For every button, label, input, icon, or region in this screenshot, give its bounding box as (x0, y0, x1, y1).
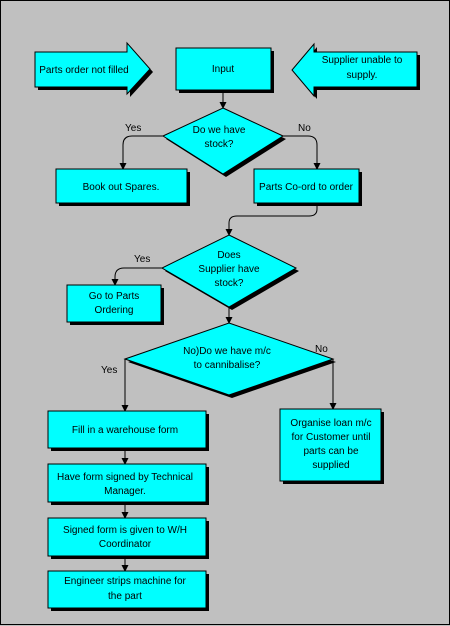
warehouse-form-box: Fill in a warehouse form (47, 410, 209, 451)
organise-loan-line-2: for Customer until (292, 432, 371, 443)
supplier-stock-line-1: Does (217, 250, 240, 261)
cannibalise-line-2: to cannibalise? (194, 360, 261, 371)
supplier-unable-line-2: supply. (347, 70, 378, 81)
stock-question-line-1: Do we have (193, 125, 246, 136)
supplier-stock-line-2: Supplier have (198, 264, 260, 275)
label-no-1: No (298, 123, 311, 134)
signed-form-given-line-1: Signed form is given to W/H (63, 525, 187, 536)
organise-loan-line-3: parts can be (303, 446, 358, 457)
organise-loan-line-1: Organise loan m/c (290, 418, 371, 429)
signed-form-given-box: Signed form is given to W/H Coordinator (47, 517, 209, 559)
connector-yes-to-book-out (119, 135, 163, 170)
supplier-unable-arrow: Supplier unable to supply. (291, 42, 420, 99)
parts-coord-label: Parts Co-ord to order (259, 182, 354, 193)
parts-coord-box: Parts Co-ord to order (253, 168, 362, 206)
supplier-stock-line-3: stock? (215, 278, 244, 289)
organise-loan-box: Organise loan m/c for Customer until par… (279, 408, 384, 484)
engineer-strips-line-2: the part (108, 591, 142, 602)
supplier-stock-decision: Does Supplier have stock? (160, 234, 299, 310)
label-yes-2: Yes (134, 254, 150, 265)
parts-order-not-filled-arrow: Parts order not filled (34, 41, 153, 97)
form-signed-line-1: Have form signed by Technical (57, 472, 193, 483)
supplier-unable-line-1: Supplier unable to (322, 55, 403, 66)
input-box: Input (175, 47, 274, 93)
form-signed-box: Have form signed by Technical Manager. (47, 463, 209, 505)
label-yes-3: Yes (101, 365, 117, 376)
cannibalise-line-1: No)Do we have m/c (183, 346, 271, 357)
form-signed-line-2: Manager. (104, 486, 146, 497)
stock-question-line-2: stock? (205, 139, 234, 150)
connector-no-to-parts-coord (283, 135, 321, 170)
warehouse-form-label: Fill in a warehouse form (72, 425, 178, 436)
connector-yes-to-parts-ordering (111, 267, 162, 286)
cannibalise-decision: No)Do we have m/c to cannibalise? (123, 322, 336, 398)
label-no-2: No (315, 344, 328, 355)
signed-form-given-line-2: Coordinator (99, 539, 152, 550)
input-label: Input (212, 64, 234, 75)
label-yes-1: Yes (125, 123, 141, 134)
book-out-spares-label: Book out Spares. (83, 182, 160, 193)
book-out-spares-box: Book out Spares. (55, 168, 190, 206)
engineer-strips-line-1: Engineer strips machine for (64, 576, 186, 587)
connector-parts-coord-to-supplier-stock (225, 203, 318, 236)
go-to-parts-ordering-box: Go to Parts Ordering (66, 284, 164, 325)
parts-ordering-line-1: Go to Parts (89, 291, 140, 302)
organise-loan-line-4: supplied (312, 460, 349, 471)
parts-order-not-filled-label: Parts order not filled (39, 65, 129, 76)
engineer-strips-box: Engineer strips machine for the part (47, 570, 209, 611)
do-we-have-stock-decision: Do we have stock? (161, 107, 286, 177)
parts-ordering-line-2: Ordering (95, 305, 134, 316)
